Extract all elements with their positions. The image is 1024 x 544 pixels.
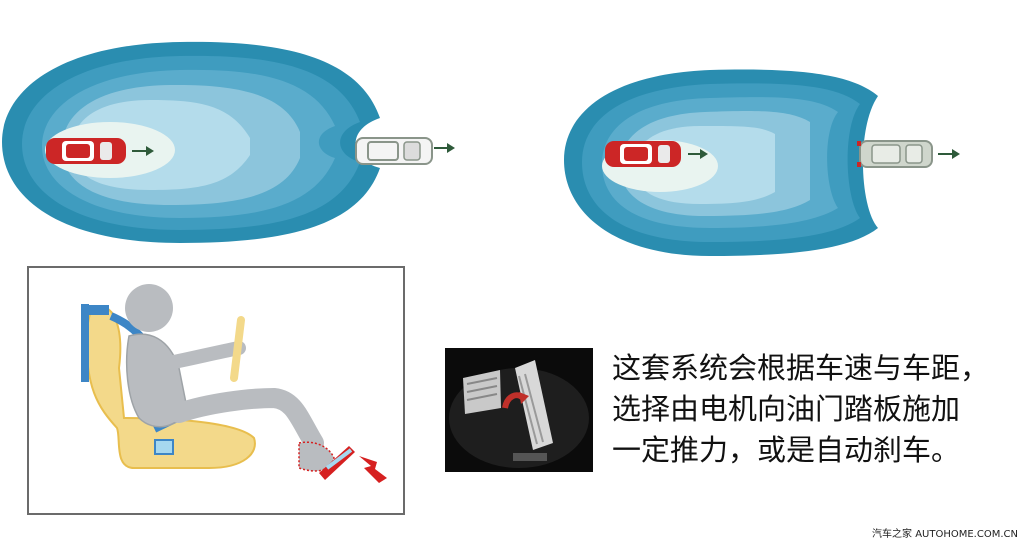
radar-diagram-far: [0, 40, 433, 245]
radar-field-icon: [564, 69, 960, 256]
red-car-icon: [605, 141, 681, 167]
radar-field-icon: [2, 41, 380, 243]
arrow-right-icon: [938, 149, 960, 159]
arrow-right-icon: [132, 146, 154, 156]
gray-car-icon: [355, 137, 433, 165]
arrow-right-icon: [434, 143, 455, 153]
caption-text: 这套系统会根据车速与车距， 选择由电机向油门踏板施加 一定推力，或是自动刹车。: [612, 351, 990, 467]
driver-mannequin-icon: [81, 284, 387, 483]
radar-diagram-near: [560, 68, 980, 258]
arrow-right-icon: [688, 149, 708, 159]
red-car-icon: [46, 138, 126, 164]
watermark: 汽车之家 AUTOHOME.COM.CN: [872, 529, 1018, 540]
driver-seat-diagram: [27, 266, 405, 515]
pedal-photo: [445, 348, 593, 472]
pedal-icon: [445, 348, 593, 472]
gray-car-icon: [857, 140, 933, 168]
